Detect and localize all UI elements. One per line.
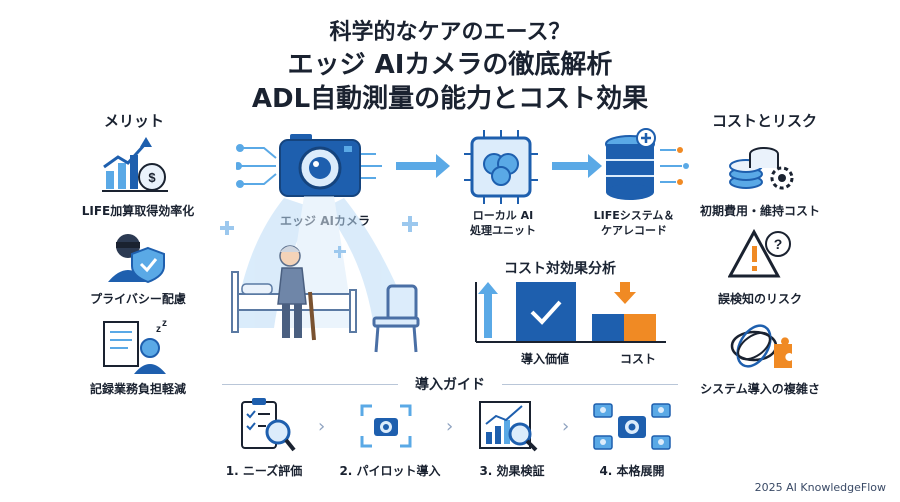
title-line-1: 科学的なケアのエース？	[329, 20, 571, 45]
chevron-right-icon-2: ›	[446, 416, 454, 437]
elderly-care-scene	[220, 196, 420, 353]
cost-benefit-chart	[475, 282, 666, 343]
chart-magnifier-icon	[479, 401, 538, 452]
relaxed-worker-icon: z z	[103, 318, 167, 374]
edge-ai-camera-icon	[279, 134, 361, 197]
chevron-right-icon: ›	[318, 416, 326, 437]
value-bar	[516, 282, 576, 342]
chair-icon	[372, 284, 420, 353]
processor-label-line-1: ローカル AI	[472, 209, 534, 222]
circuit-lines-db	[660, 147, 689, 185]
data-flow-diagram	[236, 128, 689, 204]
cost-down-arrow	[614, 282, 636, 304]
cost-bar-label: コスト	[619, 352, 656, 366]
system-label-line-2: ケアレコード	[601, 224, 667, 237]
guide-divider-right	[502, 384, 678, 385]
tangled-puzzle-icon	[730, 324, 792, 368]
merit-label-3: 記録業務負担軽減	[89, 382, 186, 396]
guide-divider-left	[222, 384, 398, 385]
merits-heading: メリット	[104, 112, 165, 130]
processor-label-line-2: 処理ユニット	[470, 224, 536, 237]
guide-step-4-label: 4. 本格展開	[599, 464, 665, 478]
circuit-lines-right	[360, 153, 382, 179]
cost-label-3: システム導入の複雑さ	[700, 382, 820, 396]
multi-camera-icon	[593, 403, 671, 450]
system-label-line-1: LIFEシステム＆	[593, 209, 675, 222]
svg-text:$: $	[148, 170, 156, 185]
system-label: LIFEシステム＆ ケアレコード	[574, 208, 694, 238]
footer-credit: 2025 AI KnowledgeFlow	[754, 481, 886, 494]
life-database-icon	[605, 128, 656, 200]
chevron-right-icon-3: ›	[562, 416, 570, 437]
money-bag-chart-icon: $	[102, 137, 168, 192]
title-line-3: ADL自動測量の能力とコスト効果	[251, 84, 649, 114]
cost-label-2: 誤検知のリスク	[717, 292, 802, 306]
flow-arrow-1	[396, 154, 450, 178]
costs-risks-heading: コストとリスク	[712, 112, 818, 130]
checklist-magnifier-icon	[241, 398, 296, 452]
merit-label-2: プライバシー配慮	[90, 292, 186, 306]
warning-question-icon: ?	[728, 228, 791, 278]
guide-step-2-label: 2. パイロット導入	[339, 464, 441, 478]
sparkle-plus-icons	[220, 216, 418, 258]
title-line-2: エッジ AIカメラの徹底解析	[287, 50, 613, 80]
cost-bar-blue	[592, 314, 624, 342]
cost-analysis-heading: コスト対効果分析	[504, 261, 616, 277]
cost-bar-orange	[624, 314, 656, 342]
svg-text:z: z	[156, 324, 161, 335]
value-bar-label: 導入価値	[520, 352, 569, 366]
circuit-lines-left	[236, 144, 277, 188]
camera-icon	[360, 404, 412, 448]
privacy-shield-icon	[108, 234, 165, 284]
guide-step-1-label: 1. ニーズ評価	[225, 464, 303, 478]
guide-heading: 導入ガイド	[415, 377, 485, 393]
local-ai-processor-icon	[464, 130, 538, 204]
processor-label: ローカル AI 処理ユニット	[448, 208, 558, 238]
svg-text:z: z	[162, 318, 167, 329]
elderly-person-icon	[277, 245, 316, 341]
guide-step-3-label: 3. 効果検証	[479, 464, 545, 478]
checkmark-icon	[530, 300, 562, 325]
merit-label-1: LIFE加算取得効率化	[81, 204, 195, 218]
value-up-arrow	[478, 282, 498, 338]
coins-gear-icon	[729, 147, 794, 190]
cost-label-1: 初期費用・維持コスト	[699, 204, 820, 218]
flow-arrow-2	[552, 154, 602, 178]
svg-text:?: ?	[774, 236, 783, 252]
